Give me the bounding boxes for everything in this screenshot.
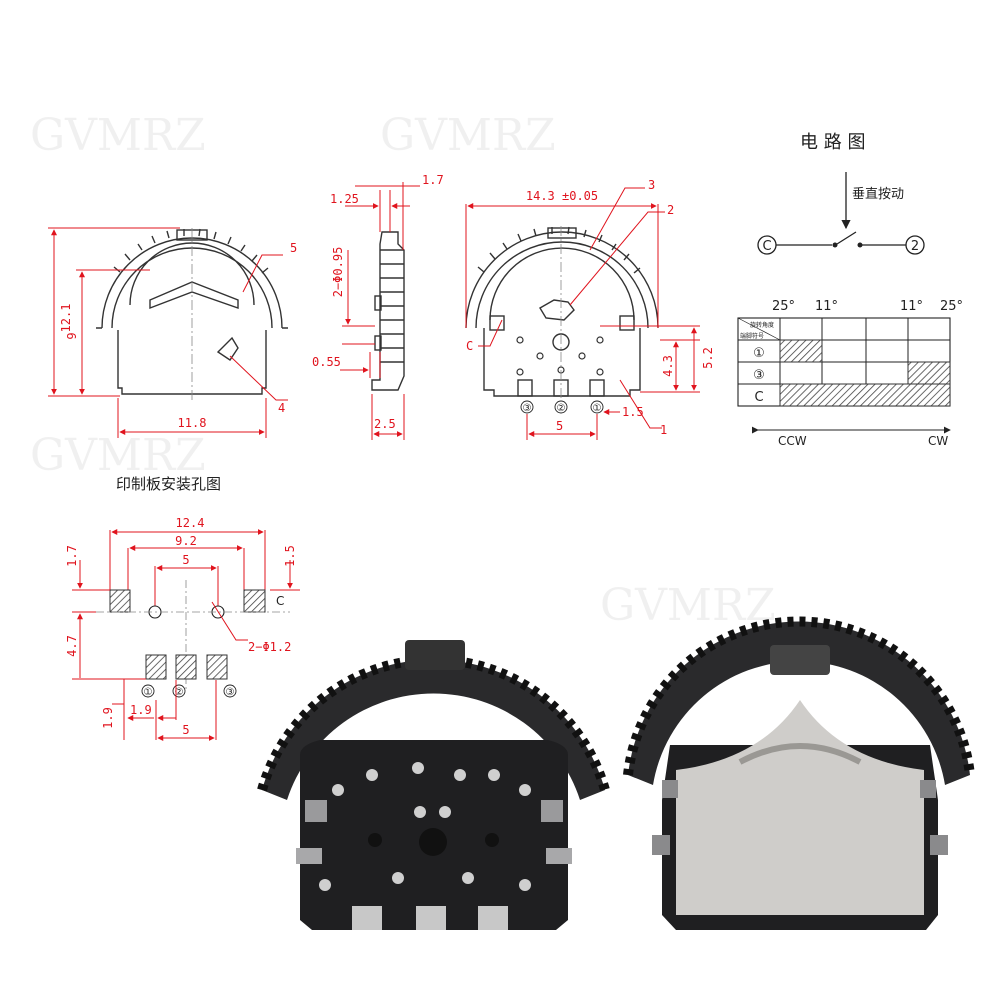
circuit-terminal-2: 2: [911, 239, 919, 254]
label-rear-c: C: [466, 339, 473, 353]
side-view: 1.7 1.25 2−Φ0.95 0.55 2.5: [312, 173, 444, 440]
table-header-angle: 旋转角度: [750, 321, 774, 329]
product-photo-pins-side: [257, 640, 610, 930]
dim-height-body: 9: [65, 332, 79, 339]
dim-height-total: 12.1: [59, 304, 73, 333]
pad-left-top: [109, 589, 131, 613]
pad-right-top: [243, 589, 266, 613]
callout-3: 3: [648, 178, 655, 192]
dim-width-body: 11.8: [178, 416, 207, 430]
dim-side-thickness: 2.5: [374, 417, 396, 431]
circuit-action-label: 垂直按动: [852, 187, 904, 202]
dim-pcb-1-9-horizontal: 1.9: [130, 703, 152, 717]
dim-rear-5-2: 5.2: [701, 347, 715, 369]
angle-label-4: 25°: [940, 299, 963, 314]
dim-pcb-1-9-vertical: 1.9: [101, 707, 115, 729]
contact-on-1: [779, 339, 823, 363]
pcb-title: 印制板安装孔图: [116, 475, 221, 493]
watermark-text: GVMRZ: [380, 110, 556, 161]
holes-spec: 2−Φ1.2: [248, 640, 291, 654]
rear-pin-1: ①: [593, 403, 602, 414]
circuit-diagram: 电 路 图 垂直按动 C 2: [757, 132, 925, 255]
pad-pin-3: [206, 654, 228, 680]
pad-pin-1: [145, 654, 167, 680]
rear-pin-3: ③: [523, 403, 532, 414]
pcb-pin-2: ②: [175, 687, 184, 698]
watermark-layer: GVMRZ GVMRZ GVMRZ GVMRZ: [30, 110, 776, 631]
row-label-1: ①: [753, 346, 765, 361]
pcb-layout: 印制板安装孔图 12.4 9.2 5 C 1.7 4.7 1.5 2−Φ1.: [65, 475, 300, 741]
direction-ccw: CCW: [778, 434, 807, 448]
circuit-terminal-c: C: [762, 239, 771, 254]
pad-pin-2: [175, 654, 197, 680]
dim-pcb-4-7: 4.7: [65, 635, 79, 657]
front-view: 12.1 9 11.8 5 4: [48, 227, 297, 438]
watermark-text: GVMRZ: [30, 430, 206, 481]
rear-view: 14.3 ±0.05 3 2 C 4.3 5.2 ③ ② ① 5 1.5 1: [465, 178, 715, 440]
angle-label-3: 11°: [900, 299, 923, 314]
rear-pin-2: ②: [557, 403, 566, 414]
dim-pcb-12-4: 12.4: [176, 516, 205, 530]
dim-rear-4-3: 4.3: [661, 355, 675, 377]
row-label-3: ③: [753, 368, 765, 383]
angle-label-2: 11°: [815, 299, 838, 314]
dim-side-top-right: 1.7: [422, 173, 444, 187]
callout-2: 2: [667, 203, 674, 217]
dim-rear-5: 5: [556, 419, 563, 433]
dim-rear-width: 14.3 ±0.05: [526, 189, 598, 203]
pad-label-c: C: [276, 594, 284, 608]
circuit-title: 电 路 图: [800, 132, 865, 153]
dim-pcb-5-bottom: 5: [182, 723, 189, 737]
dim-side-top-left: 1.25: [330, 192, 359, 206]
direction-cw: CW: [928, 434, 948, 448]
dim-pcb-9-2: 9.2: [175, 534, 197, 548]
watermark-text: GVMRZ: [30, 110, 206, 161]
dim-side-pin: 0.55: [312, 355, 341, 369]
dim-pcb-1-5: 1.5: [283, 545, 297, 567]
dim-side-holes: 2−Φ0.95: [331, 247, 345, 298]
product-photo-metal-side: [623, 616, 975, 930]
angle-label-1: 25°: [772, 299, 795, 314]
table-header-pin: 端脚符号: [740, 332, 764, 340]
pcb-pin-3: ③: [226, 687, 235, 698]
contact-on-3: [907, 361, 951, 385]
pcb-pin-1: ①: [144, 687, 153, 698]
timing-chart: 25° 11° 11° 25° 旋转角度 端脚符号 ① ③ C CCW CW: [737, 299, 963, 448]
dim-pcb-5-top: 5: [182, 553, 189, 567]
contact-on-c: [779, 383, 951, 407]
callout-5: 5: [290, 241, 297, 255]
callout-4: 4: [278, 401, 285, 415]
dim-pcb-1-7: 1.7: [65, 545, 79, 567]
watermark-text: GVMRZ: [600, 580, 776, 631]
callout-1: 1: [660, 423, 667, 437]
row-label-c: C: [754, 390, 763, 405]
